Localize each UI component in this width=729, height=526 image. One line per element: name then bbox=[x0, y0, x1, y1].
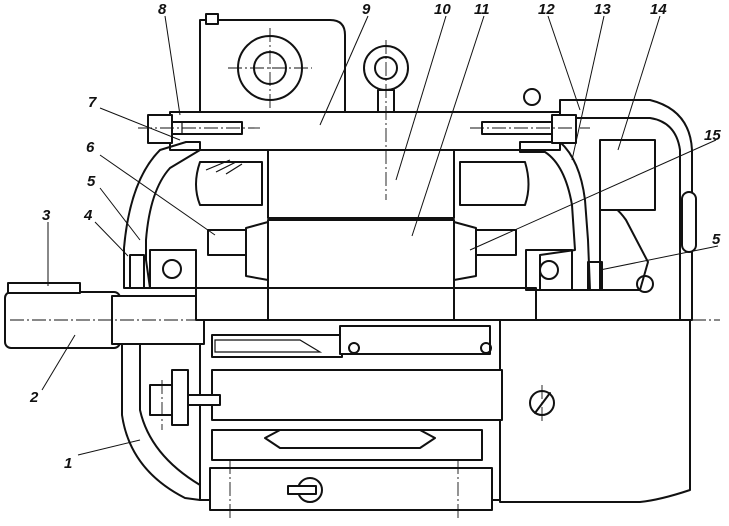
leader-10 bbox=[395, 15, 447, 181]
callout-2: 2 bbox=[29, 389, 39, 406]
callout-4: 4 bbox=[83, 207, 93, 224]
leader-8 bbox=[164, 15, 181, 116]
winding-end-right bbox=[459, 161, 530, 206]
fan-cover bbox=[559, 99, 693, 321]
callout-labels: 1 2 3 4 5 5 6 7 8 9 10 11 12 13 14 15 bbox=[29, 1, 721, 472]
winding-end-left-lines bbox=[205, 159, 243, 175]
leader-12 bbox=[547, 15, 581, 111]
side-lug bbox=[171, 369, 189, 426]
bearing-right-housing bbox=[525, 249, 573, 291]
callout-10: 10 bbox=[434, 1, 451, 18]
terminal-box-lug bbox=[205, 13, 219, 25]
shaft-key bbox=[7, 282, 81, 294]
callout-8: 8 bbox=[158, 1, 167, 18]
stator-core bbox=[267, 149, 455, 219]
short-ring-right bbox=[453, 221, 477, 281]
end-cover-right-lower bbox=[499, 319, 691, 503]
grease-nipple bbox=[523, 88, 541, 106]
leader-13 bbox=[571, 15, 605, 161]
motor-foot bbox=[209, 467, 493, 511]
fin-slot-2 bbox=[264, 429, 436, 449]
terminal-cap-slot bbox=[534, 392, 551, 414]
fan-cover-handle bbox=[681, 191, 697, 253]
leader-lines bbox=[41, 15, 719, 456]
leader-15 bbox=[469, 139, 717, 251]
leader-9 bbox=[319, 15, 369, 126]
leader-6 bbox=[99, 154, 216, 236]
end-shield-left-contour bbox=[139, 319, 201, 486]
bearing-right-ball bbox=[539, 260, 559, 280]
callout-5-right: 5 bbox=[712, 231, 721, 248]
fin-bolt-1 bbox=[348, 342, 360, 354]
callout-14: 14 bbox=[650, 1, 667, 18]
fin-bolt-2 bbox=[480, 342, 492, 354]
bearing-left-ball bbox=[162, 259, 182, 279]
shaft-section bbox=[195, 287, 537, 321]
cooling-fin-1 bbox=[211, 334, 343, 358]
rotor-core bbox=[267, 219, 455, 289]
bearing-cap-left bbox=[129, 254, 145, 289]
cooling-fin-3 bbox=[211, 429, 483, 461]
leader-7 bbox=[99, 107, 181, 141]
callout-15: 15 bbox=[704, 127, 721, 144]
end-shield-left bbox=[123, 141, 201, 289]
fin-slot-1 bbox=[214, 339, 323, 353]
leader-5a bbox=[99, 187, 141, 241]
callout-3: 3 bbox=[42, 207, 51, 224]
foot-bolt-key bbox=[287, 485, 317, 495]
bearing-left-housing bbox=[149, 249, 197, 289]
callout-5-left: 5 bbox=[87, 173, 96, 190]
callout-6: 6 bbox=[86, 139, 95, 156]
leader-2 bbox=[41, 334, 76, 391]
leader-4 bbox=[94, 221, 129, 257]
bearing-cap-right bbox=[587, 261, 603, 291]
motor-section-view bbox=[123, 13, 697, 321]
callout-13: 13 bbox=[594, 1, 611, 18]
callout-12: 12 bbox=[538, 1, 555, 18]
rotor-fan-right bbox=[475, 229, 517, 256]
fan-cover-grill bbox=[599, 139, 656, 211]
upper-fin-right bbox=[339, 325, 491, 355]
leader-14 bbox=[617, 15, 661, 151]
leader-1 bbox=[77, 439, 141, 456]
callout-1: 1 bbox=[64, 455, 72, 472]
cooling-fin-2 bbox=[211, 369, 503, 421]
winding-end-left bbox=[195, 161, 263, 206]
short-ring-left bbox=[245, 221, 269, 281]
through-bolt-head-right bbox=[551, 114, 577, 144]
callout-11: 11 bbox=[474, 1, 490, 18]
leader-5b bbox=[599, 245, 719, 271]
callout-9: 9 bbox=[362, 1, 371, 18]
callout-7: 7 bbox=[88, 94, 97, 111]
leader-11 bbox=[411, 15, 485, 237]
fan-lock-screw bbox=[636, 275, 654, 293]
